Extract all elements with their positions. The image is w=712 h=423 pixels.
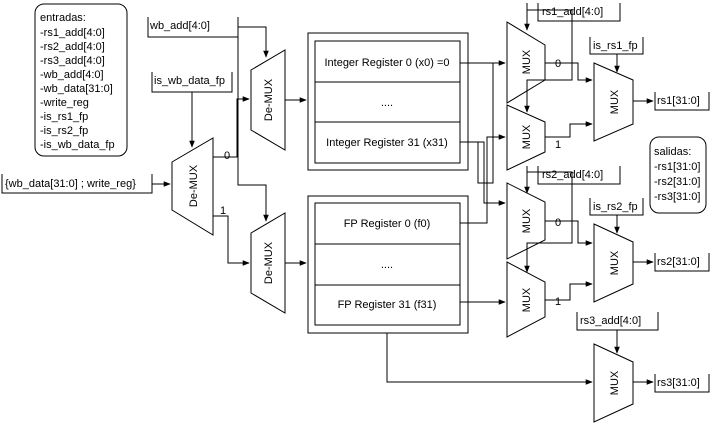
outputs-legend-item: -rs2[31:0] bbox=[654, 176, 700, 188]
inputs-legend-item: -wb_data[31:0] bbox=[40, 83, 113, 95]
int-register-0: Integer Register 0 (x0) =0 bbox=[324, 57, 449, 69]
signal-is-rs1-fp: is_rs1_fp bbox=[589, 37, 644, 55]
svg-text:MUX: MUX bbox=[609, 89, 621, 114]
mux-rs1-fp: MUX bbox=[506, 104, 546, 171]
wb-add-label: wb_add[4:0] bbox=[149, 20, 210, 32]
outputs-legend-title: salidas: bbox=[654, 146, 691, 158]
fp-register-31: FP Register 31 (f31) bbox=[338, 299, 437, 311]
inputs-legend-item: -rs1_add[4:0] bbox=[40, 27, 105, 39]
mux-rs2-sel-0-label: 0 bbox=[555, 217, 561, 229]
demux-out-0-label: 0 bbox=[224, 150, 230, 162]
is-rs2-fp-label: is_rs2_fp bbox=[593, 201, 638, 213]
mux-rs2-final: MUX bbox=[593, 223, 634, 303]
svg-text:De-MUX: De-MUX bbox=[263, 241, 275, 284]
is-rs1-fp-label: is_rs1_fp bbox=[593, 40, 638, 52]
signal-rs3-out: rs3[31:0] bbox=[654, 374, 710, 393]
fp-register-ellipsis: .... bbox=[381, 259, 393, 271]
svg-text:MUX: MUX bbox=[521, 287, 533, 312]
outputs-legend-item: -rs1[31:0] bbox=[654, 161, 700, 173]
inputs-legend-item: -rs2_add[4:0] bbox=[40, 41, 105, 53]
mux-rs2-sel-1-label: 1 bbox=[555, 296, 561, 308]
svg-text:MUX: MUX bbox=[609, 250, 621, 275]
svg-text:De-MUX: De-MUX bbox=[188, 164, 200, 207]
outputs-legend-item: -rs3[31:0] bbox=[654, 191, 700, 203]
inputs-legend: entradas: -rs1_add[4:0] -rs2_add[4:0] -r… bbox=[34, 3, 128, 157]
is-wb-data-fp-label: is_wb_data_fp bbox=[154, 75, 225, 87]
mux-rs1-final: MUX bbox=[593, 62, 634, 142]
integer-register-file: Integer Register 0 (x0) =0 .... Integer … bbox=[307, 32, 469, 171]
rs2-out-label: rs2[31:0] bbox=[657, 256, 700, 268]
int-register-ellipsis: .... bbox=[381, 97, 393, 109]
mux-rs1-int: MUX bbox=[506, 21, 546, 104]
mux-rs2-int: MUX bbox=[506, 182, 546, 260]
signal-rs2-add: rs2_add[4:0] bbox=[537, 166, 621, 185]
svg-text:MUX: MUX bbox=[521, 49, 533, 74]
wires bbox=[152, 3, 654, 385]
inputs-legend-item: -rs3_add[4:0] bbox=[40, 55, 105, 67]
signal-is-rs2-fp: is_rs2_fp bbox=[589, 198, 644, 216]
demux-fp: De-MUX bbox=[250, 212, 286, 314]
demux-out-1-label: 1 bbox=[220, 205, 226, 217]
rs1-add-label: rs1_add[4:0] bbox=[542, 6, 603, 18]
inputs-legend-title: entradas: bbox=[40, 12, 86, 24]
inputs-legend-item: -is_wb_data_fp bbox=[40, 139, 115, 151]
rs1-out-label: rs1[31:0] bbox=[657, 95, 700, 107]
mux-rs1-sel-0-label: 0 bbox=[555, 58, 561, 70]
rs3-add-label: rs3_add[4:0] bbox=[580, 315, 641, 327]
fp-register-0: FP Register 0 (f0) bbox=[344, 218, 431, 230]
int-register-31: Integer Register 31 (x31) bbox=[326, 137, 448, 149]
inputs-legend-item: -wb_add[4:0] bbox=[40, 69, 104, 81]
signal-wb-bus: {wb_data[31:0] ; write_reg} bbox=[1, 174, 153, 194]
signal-rs2-out: rs2[31:0] bbox=[654, 253, 710, 272]
signal-rs1-out: rs1[31:0] bbox=[654, 92, 710, 111]
mux-rs2-fp: MUX bbox=[506, 261, 546, 338]
wb-bus-label: {wb_data[31:0] ; write_reg} bbox=[5, 178, 136, 190]
svg-text:MUX: MUX bbox=[521, 124, 533, 149]
outputs-legend: salidas: -rs1[31:0] -rs2[31:0] -rs3[31:0… bbox=[649, 136, 707, 214]
mux-rs3-final: MUX bbox=[593, 343, 634, 423]
rs2-add-label: rs2_add[4:0] bbox=[542, 169, 603, 181]
mux-rs1-sel-1-label: 1 bbox=[555, 139, 561, 151]
svg-text:De-MUX: De-MUX bbox=[263, 78, 275, 121]
inputs-legend-item: -is_rs2_fp bbox=[40, 125, 88, 137]
demux-int: De-MUX bbox=[250, 49, 286, 151]
inputs-legend-item: -write_reg bbox=[40, 97, 89, 109]
fp-register-file: FP Register 0 (f0) .... FP Register 31 (… bbox=[307, 195, 469, 334]
demux-main: De-MUX bbox=[171, 137, 214, 236]
signal-is-wb-data-fp: is_wb_data_fp bbox=[151, 72, 233, 93]
rs3-out-label: rs3[31:0] bbox=[657, 377, 700, 389]
signal-rs3-add: rs3_add[4:0] bbox=[576, 312, 659, 331]
svg-text:MUX: MUX bbox=[609, 370, 621, 395]
svg-text:MUX: MUX bbox=[521, 208, 533, 233]
signal-wb-add: wb_add[4:0] bbox=[147, 17, 239, 38]
inputs-legend-item: -is_rs1_fp bbox=[40, 111, 88, 123]
signal-rs1-add: rs1_add[4:0] bbox=[537, 3, 621, 22]
